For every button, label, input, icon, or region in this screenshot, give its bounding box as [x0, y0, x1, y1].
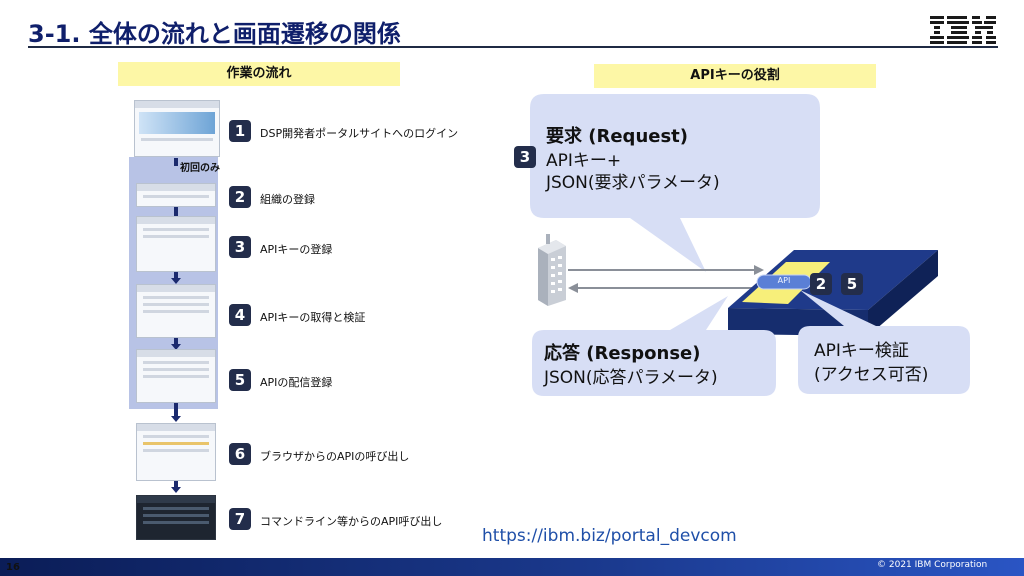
flow-connector — [174, 338, 178, 344]
flow-connector — [174, 207, 178, 216]
flow-connector — [174, 158, 178, 166]
page-number: 16 — [6, 562, 20, 573]
api-subscribe-screenshot — [136, 349, 216, 403]
footer-bar — [0, 558, 1024, 576]
verify-line1: APIキー検証 — [814, 341, 909, 361]
title-divider — [28, 46, 998, 48]
response-title: 応答 (Response) — [544, 343, 701, 364]
flow-connector — [174, 403, 178, 416]
response-bubble — [532, 296, 776, 396]
platform-badge: 2 — [810, 273, 832, 295]
cli-call-screenshot — [136, 495, 216, 540]
flow-arrow — [171, 416, 181, 422]
apikey-register-screenshot — [136, 216, 216, 272]
first-only-label: 初回のみ — [180, 163, 220, 174]
step-number-badge: 2 — [229, 186, 251, 208]
flow-arrow — [171, 278, 181, 284]
browser-call-screenshot — [136, 423, 216, 481]
request-title: 要求 (Request) — [546, 126, 689, 147]
request-line1: APIキー+ — [546, 151, 622, 171]
flow-arrow — [171, 487, 181, 493]
step-label: DSP開発者ポータルサイトへのログイン — [260, 127, 459, 140]
step-label: APIの配信登録 — [260, 376, 333, 389]
step-number-badge: 1 — [229, 120, 251, 142]
step-number-badge: 7 — [229, 508, 251, 530]
flow-connector — [174, 481, 178, 487]
platform-badge: 5 — [841, 273, 863, 295]
copyright-text: © 2021 IBM Corporation — [877, 560, 988, 570]
response-line1: JSON(応答パラメータ) — [544, 368, 718, 388]
apikey-role-heading: APIキーの役割 — [594, 64, 876, 88]
step-number-badge: 5 — [229, 369, 251, 391]
request-step-badge: 3 — [514, 146, 536, 168]
step-label: コマンドライン等からのAPI呼び出し — [260, 515, 443, 528]
verify-line2: (アクセス可否) — [814, 365, 929, 385]
verify-bubble — [798, 290, 970, 394]
request-line2: JSON(要求パラメータ) — [546, 173, 720, 193]
api-tag-label: API — [777, 276, 791, 285]
step-number-badge: 4 — [229, 304, 251, 326]
page-title: 3-1. 全体の流れと画面遷移の関係 — [28, 20, 401, 48]
step-label: ブラウザからのAPIの呼び出し — [260, 450, 410, 463]
exchange-arrows — [568, 265, 764, 293]
flow-arrow — [171, 344, 181, 350]
ibm-logo — [930, 16, 996, 44]
portal-url-link[interactable]: https://ibm.biz/portal_devcom — [482, 526, 737, 546]
step-label: APIキーの登録 — [260, 243, 333, 256]
step-label: APIキーの取得と検証 — [260, 311, 366, 324]
step-label: 組織の登録 — [260, 193, 315, 206]
login-screenshot — [134, 100, 220, 157]
server-building-icon — [538, 234, 566, 306]
flow-heading: 作業の流れ — [118, 62, 400, 86]
org-register-screenshot — [136, 183, 216, 207]
step-number-badge: 6 — [229, 443, 251, 465]
step-number-badge: 3 — [229, 236, 251, 258]
apikey-verify-screenshot — [136, 284, 216, 338]
request-bubble — [530, 94, 820, 272]
flow-connector — [174, 272, 178, 278]
